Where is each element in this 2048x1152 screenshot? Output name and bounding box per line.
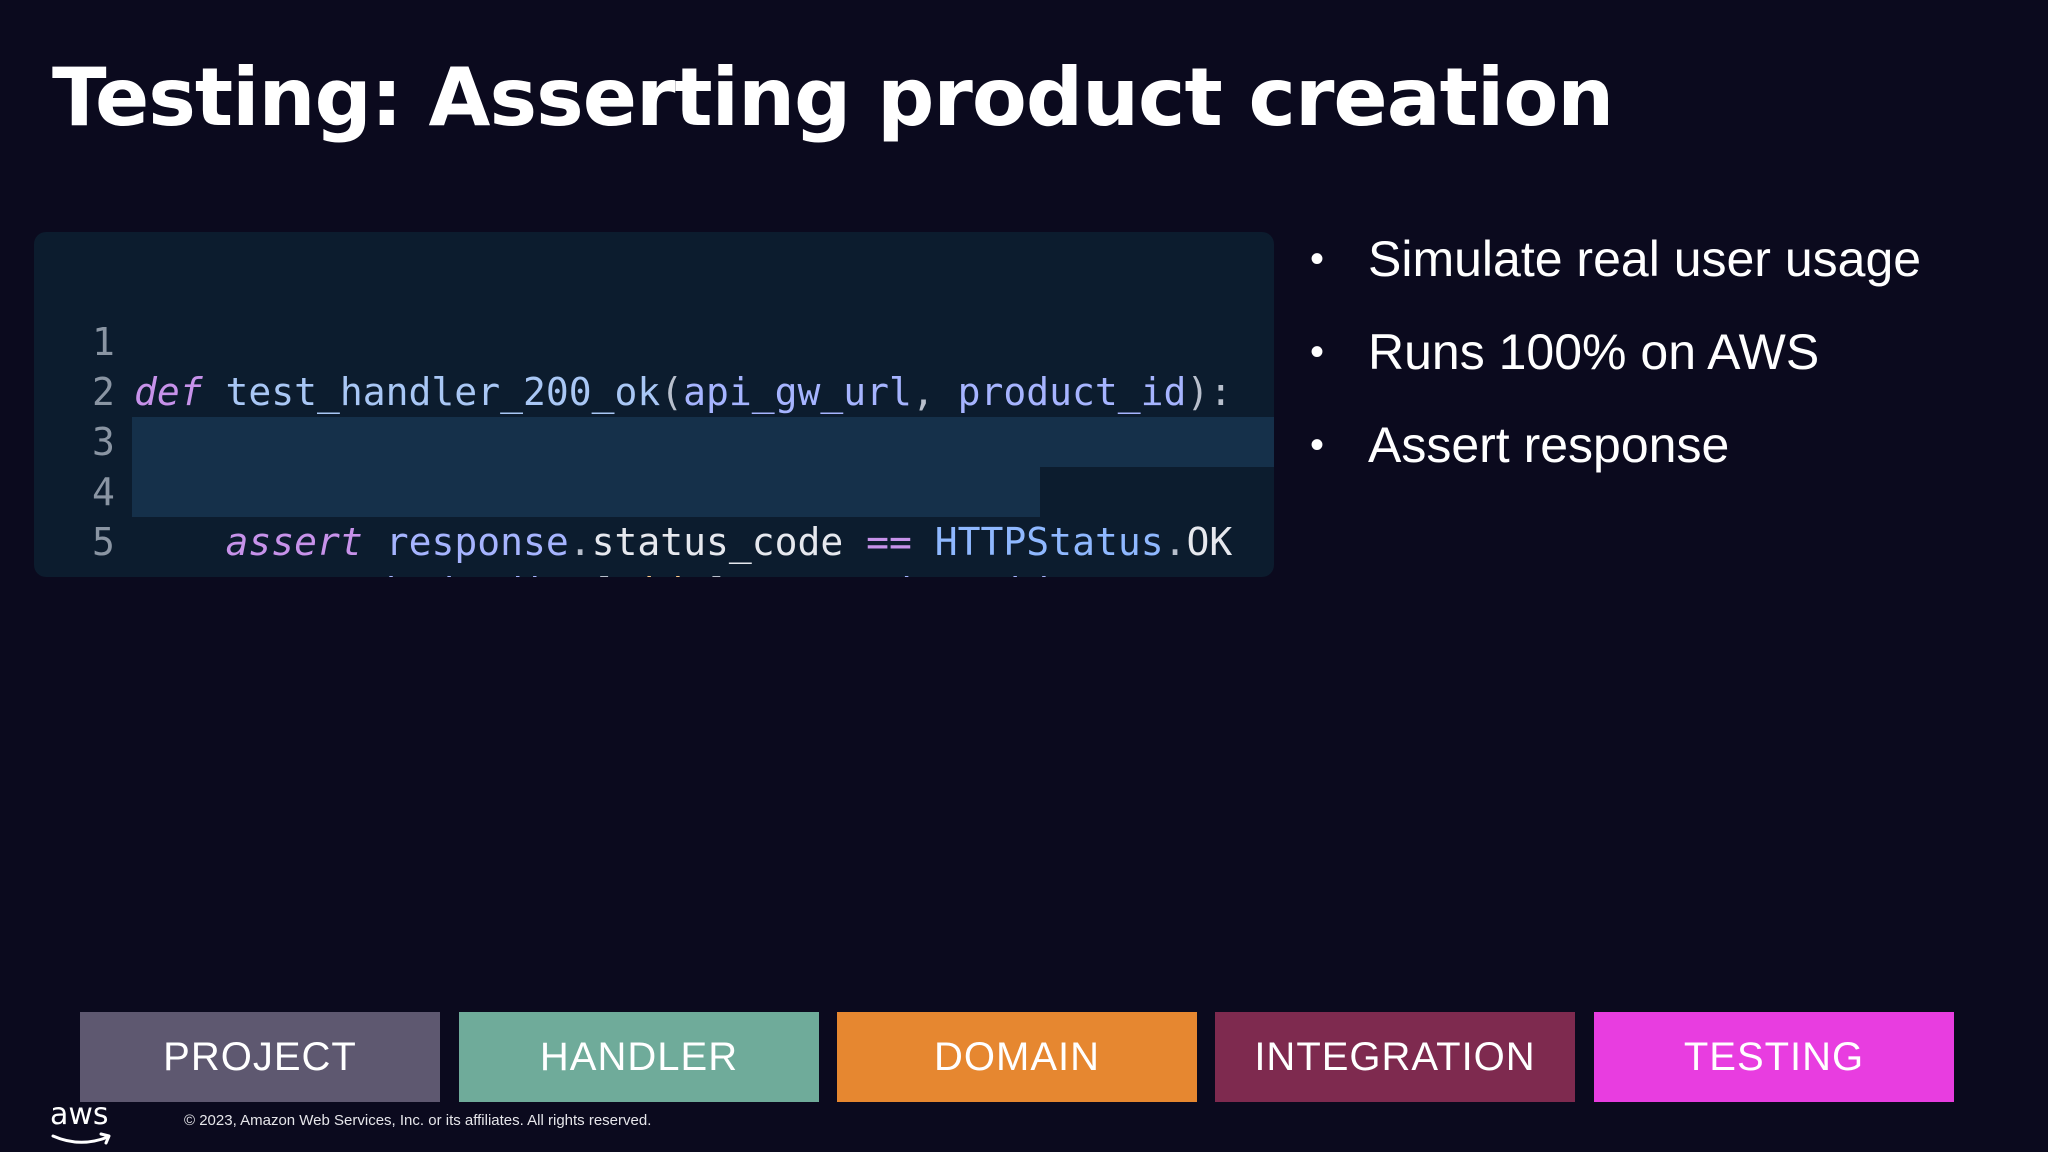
- code-line-2: 2 body_dict = json.loads(response.text): [34, 317, 1274, 464]
- code-token: assert: [225, 520, 363, 564]
- bullet-dot-icon: •: [1310, 423, 1325, 467]
- code-token: 'id': [614, 570, 706, 577]
- bullet-item: • Simulate real user usage: [1306, 222, 1921, 315]
- code-token: response: [385, 520, 569, 564]
- aws-smile-arrow-icon: [51, 1132, 111, 1145]
- code-token: (: [660, 370, 684, 414]
- code-text: assert body_dict['id'] == product_id: [134, 567, 1050, 577]
- code-token: test_handler_200_ok: [225, 370, 661, 414]
- code-line-3: 3: [34, 367, 1274, 464]
- code-token: product_id: [820, 570, 1049, 577]
- code-token: assert: [226, 570, 363, 577]
- code-token: .: [1163, 520, 1187, 564]
- code-token: ):: [1186, 370, 1233, 414]
- code-text: assert response.status_code == HTTPStatu…: [134, 517, 1233, 567]
- bullet-item: • Assert response: [1306, 408, 1921, 501]
- line-number: 5: [92, 520, 115, 564]
- bullet-dot-icon: •: [1310, 330, 1325, 374]
- line-number: 3: [92, 420, 115, 464]
- bullet-list: • Simulate real user usage • Runs 100% o…: [1306, 222, 1921, 501]
- bullet-item: • Runs 100% on AWS: [1306, 315, 1921, 408]
- code-token: OK: [1186, 520, 1233, 564]
- code-token: HTTPStatus: [934, 520, 1164, 564]
- line-number: 1: [92, 320, 115, 364]
- code-panel: 1 def test_handler_200_ok(api_gw_url, pr…: [34, 232, 1274, 577]
- code-text: def test_handler_200_ok(api_gw_url, prod…: [134, 367, 1232, 417]
- nav-tab-label: DOMAIN: [934, 1034, 1100, 1079]
- code-token: status_code: [591, 520, 844, 564]
- slide-title: Testing: Asserting product creation: [52, 51, 1614, 144]
- code-token: ==: [843, 520, 935, 564]
- code-token: ==: [729, 570, 821, 577]
- code-token: product_id: [957, 370, 1187, 414]
- aws-logo-text: aws: [50, 1097, 109, 1132]
- code-token: def: [134, 370, 203, 414]
- bullet-text: Assert response: [1368, 417, 1730, 473]
- nav-tab-label: PROJECT: [163, 1034, 357, 1079]
- copyright-notice: © 2023, Amazon Web Services, Inc. or its…: [184, 1112, 652, 1129]
- code-line-1: 1 def test_handler_200_ok(api_gw_url, pr…: [34, 267, 1274, 414]
- code-token: ]: [706, 570, 729, 577]
- line-number: 2: [92, 370, 115, 414]
- nav-tab-integration[interactable]: INTEGRATION: [1215, 1012, 1575, 1102]
- nav-tab-project[interactable]: PROJECT: [80, 1012, 440, 1102]
- code-token: body_dict: [386, 570, 592, 577]
- code-token: .: [568, 520, 592, 564]
- code-token: [363, 520, 386, 564]
- bullet-text: Simulate real user usage: [1368, 231, 1922, 287]
- code-line-5-highlighted: 5 assert body_dict['id'] == product_id: [92, 467, 1049, 577]
- nav-tab-label: INTEGRATION: [1254, 1034, 1536, 1079]
- nav-tab-label: TESTING: [1683, 1034, 1865, 1079]
- aws-logo: aws: [50, 1100, 116, 1148]
- bullet-dot-icon: •: [1310, 237, 1325, 281]
- bullet-text: Runs 100% on AWS: [1368, 324, 1820, 380]
- nav-tab-testing[interactable]: TESTING: [1594, 1012, 1954, 1102]
- code-token: ,: [911, 370, 958, 414]
- nav-tab-label: HANDLER: [539, 1034, 739, 1079]
- code-token: [363, 570, 386, 577]
- code-token: [134, 570, 226, 577]
- code-token: api_gw_url: [683, 370, 912, 414]
- line-number: 4: [92, 470, 115, 514]
- code-token: [: [592, 570, 615, 577]
- nav-tab-domain[interactable]: DOMAIN: [837, 1012, 1197, 1102]
- nav-tab-handler[interactable]: HANDLER: [459, 1012, 819, 1102]
- code-line-4-highlighted: 4 assert response.status_code == HTTPSta…: [92, 417, 1274, 564]
